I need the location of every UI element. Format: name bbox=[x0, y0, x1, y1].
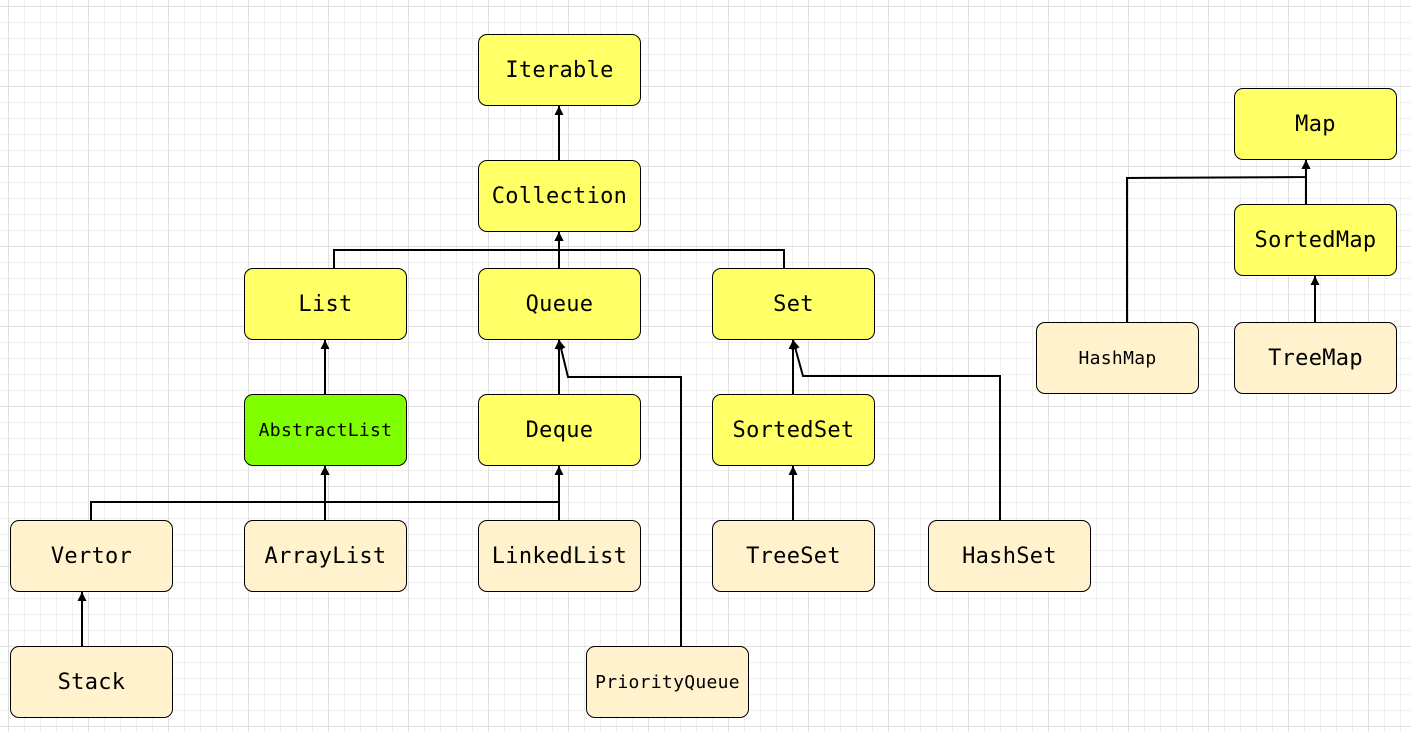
node-hash-map[interactable]: HashMap bbox=[1036, 322, 1199, 394]
node-abstract-list[interactable]: AbstractList bbox=[244, 394, 407, 466]
node-sorted-map[interactable]: SortedMap bbox=[1234, 204, 1397, 276]
node-linked-list[interactable]: LinkedList bbox=[478, 520, 641, 592]
edge-list-to-collection bbox=[333, 232, 564, 268]
node-map[interactable]: Map bbox=[1234, 88, 1397, 160]
node-list[interactable]: List bbox=[244, 268, 407, 340]
node-queue[interactable]: Queue bbox=[478, 268, 641, 340]
node-vertor[interactable]: Vertor bbox=[10, 520, 173, 592]
node-tree-map[interactable]: TreeMap bbox=[1234, 322, 1397, 394]
node-sorted-set[interactable]: SortedSet bbox=[712, 394, 875, 466]
node-collection[interactable]: Collection bbox=[478, 160, 641, 232]
node-iterable[interactable]: Iterable bbox=[478, 34, 641, 106]
edge-set-to-collection bbox=[554, 232, 785, 268]
edge-vertor-to-abstract-list bbox=[90, 466, 330, 520]
node-set[interactable]: Set bbox=[712, 268, 875, 340]
node-deque[interactable]: Deque bbox=[478, 394, 641, 466]
edge-priority-queue-to-queue bbox=[556, 339, 682, 646]
node-priority-queue[interactable]: PriorityQueue bbox=[586, 646, 749, 718]
edge-linked-list-to-abstract-list bbox=[320, 466, 560, 520]
node-array-list[interactable]: ArrayList bbox=[244, 520, 407, 592]
node-tree-set[interactable]: TreeSet bbox=[712, 520, 875, 592]
node-stack[interactable]: Stack bbox=[10, 646, 173, 718]
node-hash-set[interactable]: HashSet bbox=[928, 520, 1091, 592]
